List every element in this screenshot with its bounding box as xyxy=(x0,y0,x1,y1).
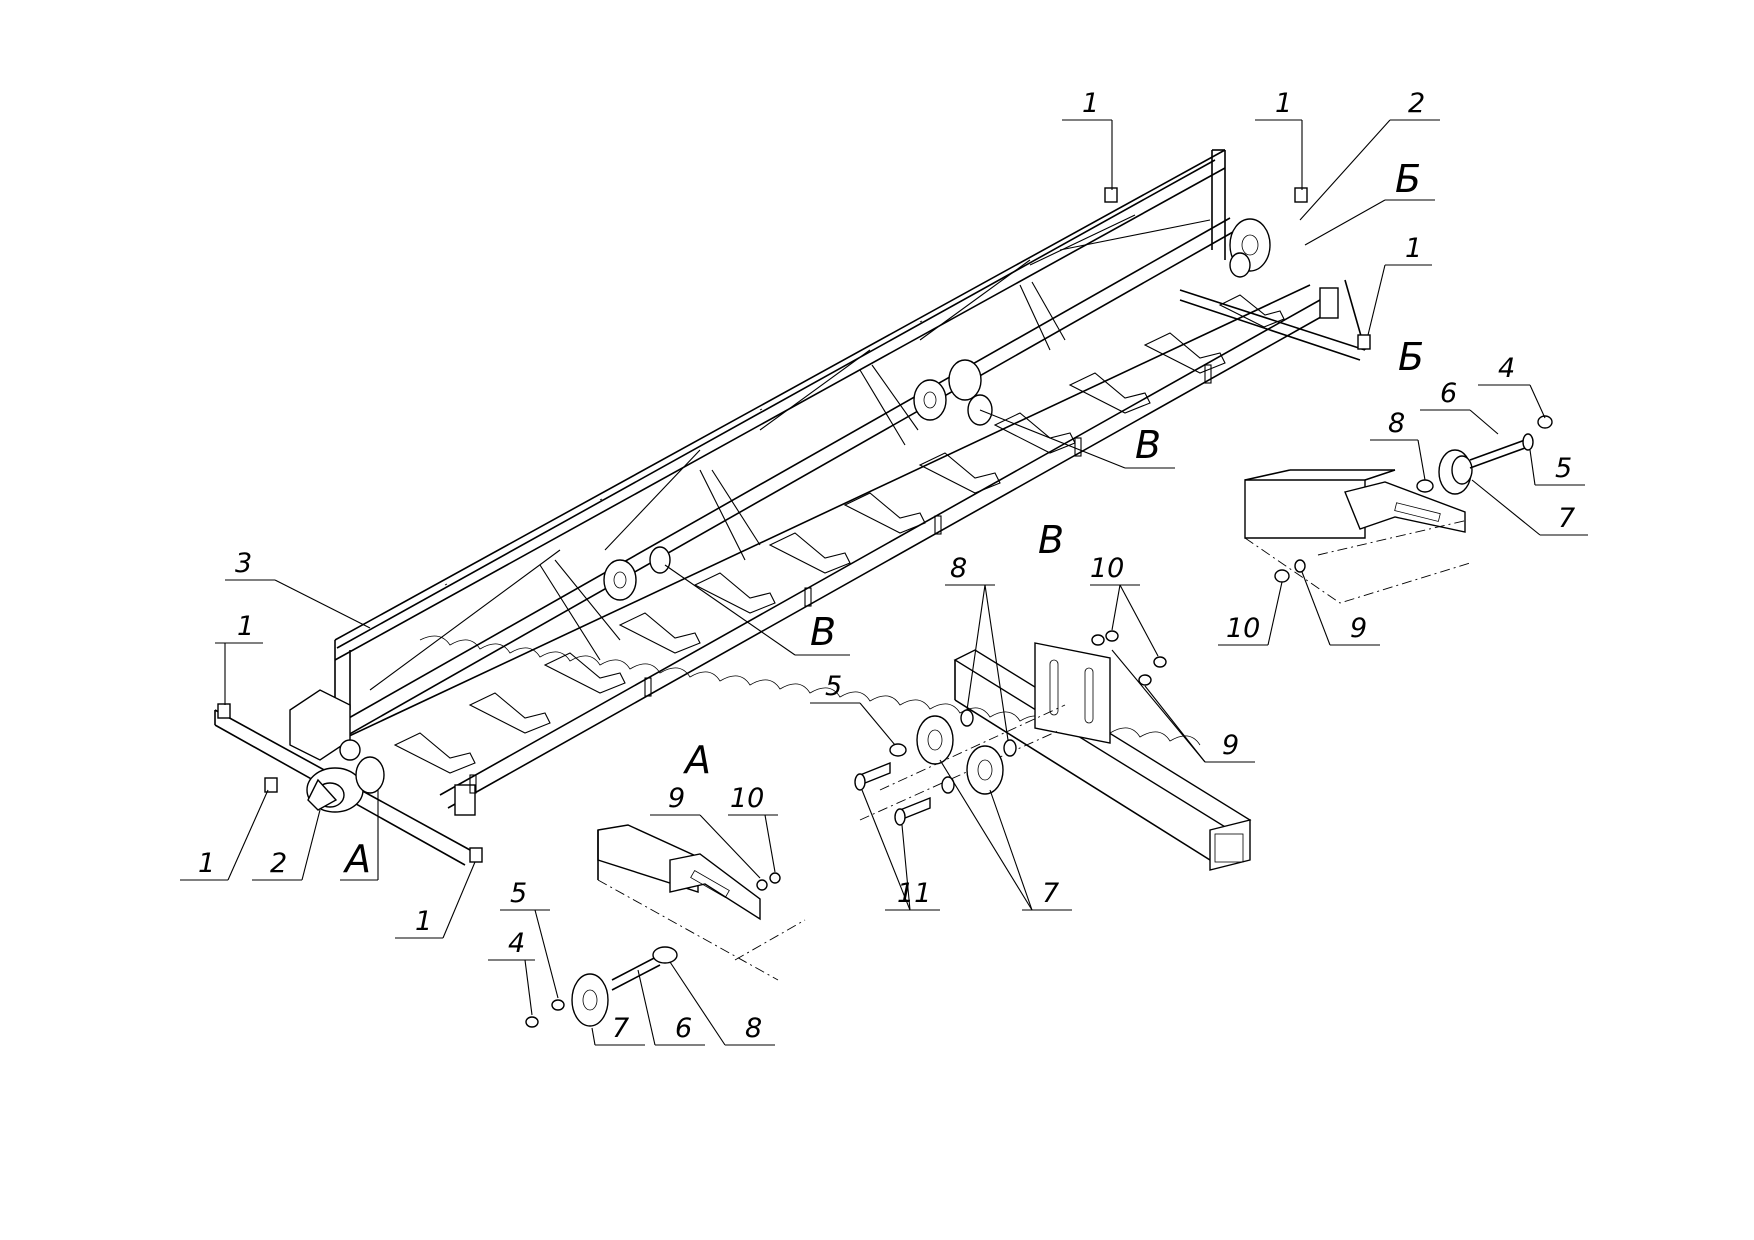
callout-10: 10 xyxy=(730,783,764,814)
callout-8: 8 xyxy=(745,1013,762,1044)
callout-4: 4 xyxy=(508,928,525,959)
callout-6: 6 xyxy=(675,1013,692,1044)
view-a-title: А xyxy=(682,738,711,782)
callout-3: 3 xyxy=(235,548,252,579)
view-marker-v: В xyxy=(1135,423,1161,467)
view-b: Б 4 6 8 5 7 xyxy=(1218,335,1588,646)
callout-4: 4 xyxy=(1498,353,1515,384)
callout-1: 1 xyxy=(1082,88,1099,119)
callout-11: 11 xyxy=(897,878,931,909)
view-marker-b: Б xyxy=(1395,157,1421,201)
brackets xyxy=(217,187,1371,863)
view-marker-a: А xyxy=(342,837,371,881)
callout-5: 5 xyxy=(510,878,527,909)
callout-7: 7 xyxy=(612,1013,629,1044)
callout-2: 2 xyxy=(270,848,287,879)
shaft-discs xyxy=(603,218,1271,601)
callout-8: 8 xyxy=(1388,408,1405,439)
callout-1: 1 xyxy=(198,848,215,879)
callout-10: 10 xyxy=(1090,553,1124,584)
view-v-title: В xyxy=(1038,518,1064,562)
callout-1: 1 xyxy=(237,611,254,642)
callout-7: 7 xyxy=(1558,503,1575,534)
callout-9: 9 xyxy=(1350,613,1367,644)
view-b-title: Б xyxy=(1398,335,1424,379)
callout-1: 1 xyxy=(1405,233,1422,264)
callout-10: 10 xyxy=(1226,613,1260,644)
callout-8: 8 xyxy=(950,553,967,584)
view-a: А 9 10 5 4 7 6 xyxy=(488,738,806,1046)
callout-2: 2 xyxy=(1408,88,1425,119)
callout-5: 5 xyxy=(1555,453,1572,484)
main-frame xyxy=(214,149,1371,866)
view-v: В 8 xyxy=(810,518,1255,911)
callout-5: 5 xyxy=(825,671,842,702)
callout-7: 7 xyxy=(1042,878,1059,909)
view-marker-v: В xyxy=(810,610,836,654)
callout-6: 6 xyxy=(1440,378,1457,409)
callout-1: 1 xyxy=(415,906,432,937)
callout-9: 9 xyxy=(668,783,685,814)
tine-units xyxy=(393,294,1285,774)
callout-1: 1 xyxy=(1275,88,1292,119)
left-hub xyxy=(289,689,385,813)
main-callouts: 1 1 2 Б 1 В В 3 1 1 xyxy=(180,88,1440,939)
callout-9: 9 xyxy=(1222,730,1239,761)
